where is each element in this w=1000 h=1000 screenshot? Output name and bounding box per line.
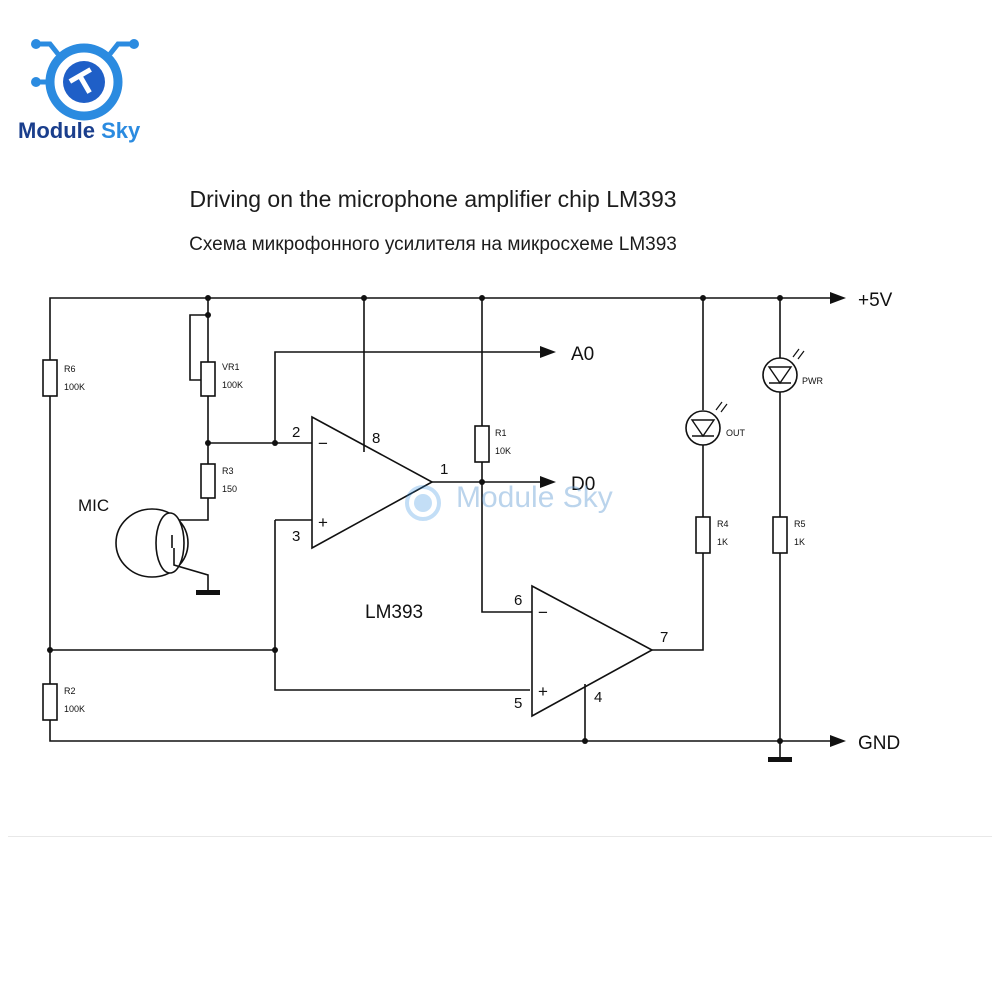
pin-5: 5: [514, 695, 522, 712]
led-pwr-icon: [762, 295, 805, 517]
potentiometer-vr1: [189, 295, 216, 464]
mic-label: MIC: [78, 496, 109, 515]
pin-1: 1: [440, 461, 448, 478]
brand-name: Module Sky: [18, 118, 140, 144]
r1-ref: R1: [495, 428, 507, 438]
comp2-minus: −: [538, 603, 548, 622]
r2-ref: R2: [64, 686, 76, 696]
gnd-label: GND: [858, 733, 900, 754]
r6-ref: R6: [64, 364, 76, 374]
r3-value: 150: [222, 484, 237, 494]
resistor-r2: [42, 683, 58, 721]
resistor-r6: [42, 333, 58, 684]
a0-label: A0: [571, 344, 594, 365]
r2-value: 100K: [64, 704, 85, 714]
pin-7: 7: [660, 629, 668, 646]
r4-ref: R4: [717, 519, 729, 529]
watermark-text: Module Sky: [456, 481, 613, 514]
brand-word-1: Module: [18, 118, 95, 143]
comp2-plus: +: [538, 682, 548, 701]
d0-label: D0: [571, 474, 595, 495]
r6-value: 100K: [64, 382, 85, 392]
microphone-icon: [115, 508, 220, 595]
ref-wire: [274, 520, 530, 691]
chip-label: LM393: [365, 602, 423, 623]
diagram-subtitle: Схема микрофонного усилителя на микросхе…: [189, 234, 677, 255]
r3-ref: R3: [222, 466, 234, 476]
vr1-value: 100K: [222, 380, 243, 390]
vr1-ref: VR1: [222, 362, 240, 372]
r1-value: 10K: [495, 446, 511, 456]
r5-value: 1K: [794, 537, 805, 547]
diagram-title: Driving on the microphone amplifier chip…: [189, 186, 677, 212]
comp1-plus: +: [318, 513, 328, 532]
pin-3: 3: [292, 528, 300, 545]
led-pwr-label: PWR: [802, 376, 823, 386]
led-out-label: OUT: [726, 428, 746, 438]
comp1-minus: −: [318, 434, 328, 453]
pin-6: 6: [514, 592, 522, 609]
pin-2: 2: [292, 424, 300, 441]
pin-4: 4: [594, 689, 602, 706]
r4-value: 1K: [717, 537, 728, 547]
comparator-1: [311, 295, 556, 550]
diagram-frame: [8, 160, 992, 837]
vcc-rail: [49, 292, 846, 333]
r5-ref: R5: [794, 519, 806, 529]
resistor-r1: [474, 295, 532, 613]
brand-logo-icon: [31, 39, 139, 121]
resistor-r5: [772, 516, 788, 744]
comparator-2: [531, 553, 704, 744]
led-out-icon: [685, 295, 728, 517]
gnd-rail: [49, 720, 846, 762]
pin-8: 8: [372, 430, 380, 447]
brand-word-2: Sky: [101, 118, 141, 143]
vcc-label: +5V: [858, 290, 893, 311]
a0-output-line: [208, 346, 556, 446]
watermark-logo-icon: [405, 485, 441, 521]
resistor-r4: [695, 516, 711, 554]
